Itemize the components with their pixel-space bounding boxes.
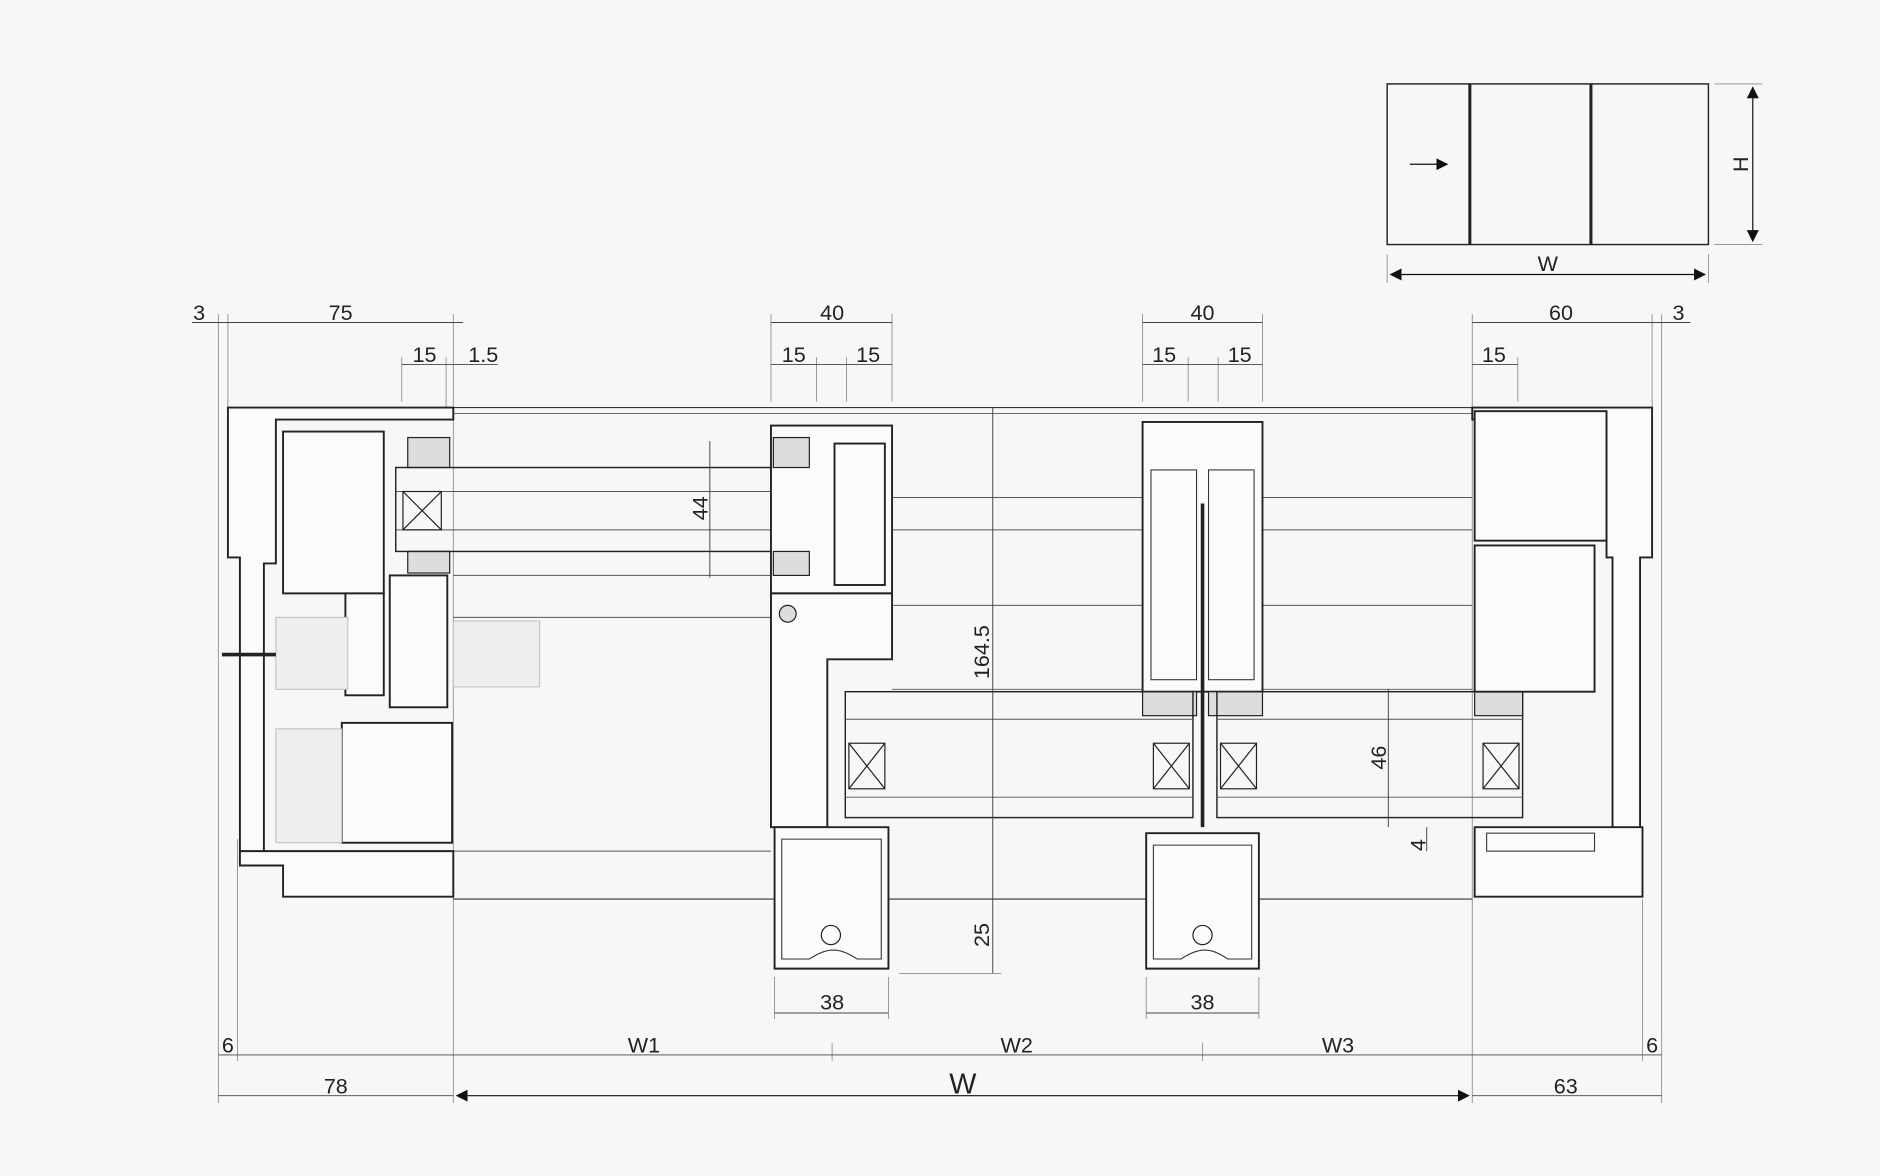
dim-right-gap: 3 [1672, 300, 1684, 325]
dim-sash2-width: 40 [1191, 300, 1215, 325]
elevation-inset: W H [1386, 83, 1763, 283]
dim-bottom: 25 [969, 923, 994, 947]
dim-left-6: 6 [222, 1033, 234, 1058]
dim-sash1-15a: 15 [782, 342, 806, 367]
dim-left-frame: 75 [329, 300, 353, 325]
left-frame-profile [221, 406, 541, 898]
upper-glass-unit [395, 466, 829, 553]
dim-overall-height: 164.5 [969, 625, 994, 679]
inset-frame [1386, 83, 1710, 246]
dim-sash2-bottom: 38 [1191, 989, 1215, 1014]
dim-left-78: 78 [324, 1073, 348, 1098]
dim-left-gap: 3 [193, 300, 205, 325]
vertical-dimensions: 44 164.5 46 4 25 [687, 407, 1431, 974]
sliding-sash-2-profile [1141, 421, 1264, 970]
dim-w1: W1 [628, 1033, 660, 1058]
dim-w3: W3 [1322, 1033, 1354, 1058]
lower-glass-units [844, 690, 1524, 819]
inset-height-label: H [1728, 156, 1753, 172]
dim-w-total: W [949, 1068, 977, 1100]
right-frame-profile [1471, 406, 1654, 898]
dim-right-15: 15 [1482, 342, 1506, 367]
dim-left-15: 15 [413, 342, 437, 367]
dim-right-6: 6 [1646, 1033, 1658, 1058]
sliding-sash-1-profile [770, 424, 894, 970]
extension-lines [217, 314, 1663, 1103]
dim-sash2-15b: 15 [1228, 342, 1252, 367]
dim-w2: W2 [1001, 1033, 1033, 1058]
dim-right-frame: 60 [1549, 300, 1573, 325]
dim-glass-lower: 46 [1366, 746, 1391, 770]
dim-right-63: 63 [1554, 1073, 1578, 1098]
top-dimensions: 3 75 15 1.5 40 15 15 40 15 15 60 3 15 [191, 300, 1691, 367]
bottom-dimensions: 38 38 6 W1 W2 W3 6 78 W 63 [218, 989, 1662, 1102]
dim-sash2-15a: 15 [1152, 342, 1176, 367]
dim-glass-upper: 44 [687, 496, 712, 520]
dim-sash1-width: 40 [820, 300, 844, 325]
dim-sash1-15b: 15 [856, 342, 880, 367]
inset-width-label: W [1538, 251, 1559, 276]
dim-sash1-bottom: 38 [820, 989, 844, 1014]
dim-left-1-5: 1.5 [468, 342, 498, 367]
dim-gap: 4 [1406, 839, 1431, 851]
